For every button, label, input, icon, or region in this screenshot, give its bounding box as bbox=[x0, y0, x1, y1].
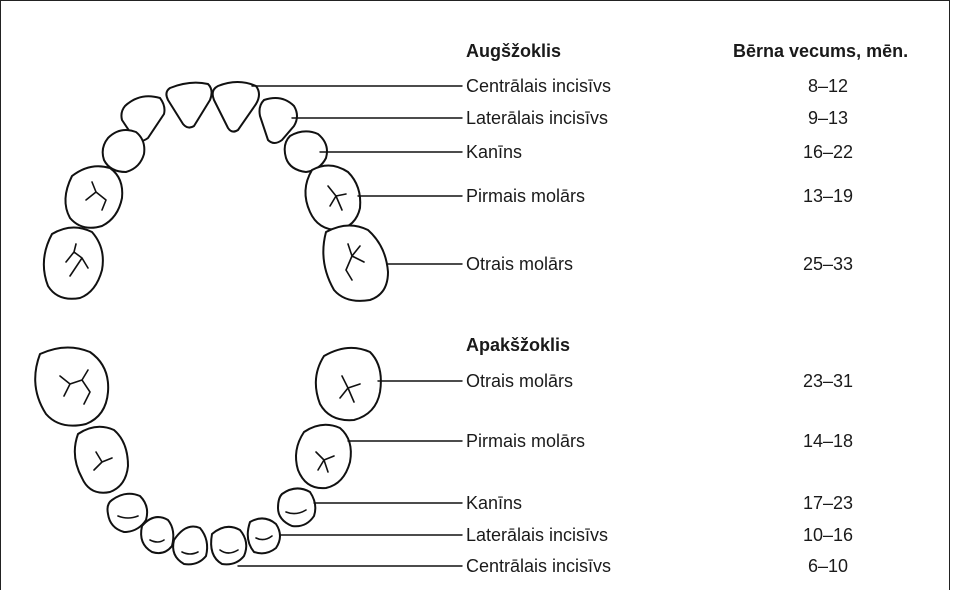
upper-first-molar-right bbox=[305, 165, 360, 230]
lower-tooth-age: 14–18 bbox=[768, 430, 888, 452]
lower-tooth-name: Centrālais incisīvs bbox=[466, 555, 611, 577]
upper-tooth-age: 25–33 bbox=[768, 253, 888, 275]
upper-tooth-age: 16–22 bbox=[768, 141, 888, 163]
upper-tooth-age: 9–13 bbox=[768, 107, 888, 129]
lower-tooth-name: Kanīns bbox=[466, 492, 522, 514]
lower-jaw bbox=[35, 347, 381, 564]
lower-tooth-age: 6–10 bbox=[768, 555, 888, 577]
lower-central-incisor-right bbox=[211, 527, 246, 565]
lower-tooth-name: Laterālais incisīvs bbox=[466, 524, 608, 546]
upper-tooth-age: 13–19 bbox=[768, 185, 888, 207]
upper-jaw bbox=[44, 82, 388, 301]
upper-jaw-title: Augšžoklis bbox=[466, 40, 561, 62]
upper-first-molar-left bbox=[65, 166, 122, 228]
leader-lines bbox=[238, 86, 462, 566]
age-column-header: Bērna vecums, mēn. bbox=[733, 40, 908, 62]
upper-second-molar-left bbox=[44, 227, 103, 298]
lower-tooth-name: Otrais molārs bbox=[466, 370, 573, 392]
lower-tooth-age: 10–16 bbox=[768, 524, 888, 546]
lower-tooth-name: Pirmais molārs bbox=[466, 430, 585, 452]
lower-lateral-incisor-right bbox=[248, 518, 280, 553]
upper-tooth-name: Otrais molārs bbox=[466, 253, 573, 275]
lower-second-molar-left bbox=[35, 347, 108, 425]
lower-canine-right bbox=[278, 488, 315, 526]
lower-second-molar-right bbox=[316, 348, 381, 420]
upper-canine-left bbox=[103, 130, 145, 172]
upper-tooth-name: Centrālais incisīvs bbox=[466, 75, 611, 97]
lower-jaw-title: Apakšžoklis bbox=[466, 334, 570, 356]
lower-first-molar-right bbox=[296, 425, 351, 488]
lower-tooth-age: 17–23 bbox=[768, 492, 888, 514]
upper-tooth-name: Pirmais molārs bbox=[466, 185, 585, 207]
upper-central-incisor-right bbox=[213, 82, 259, 132]
upper-tooth-age: 8–12 bbox=[768, 75, 888, 97]
lower-central-incisor-left bbox=[173, 527, 207, 565]
upper-tooth-name: Laterālais incisīvs bbox=[466, 107, 608, 129]
upper-central-incisor-left bbox=[166, 83, 211, 128]
lower-tooth-age: 23–31 bbox=[768, 370, 888, 392]
upper-second-molar-right bbox=[323, 225, 388, 300]
lower-lateral-incisor-left bbox=[141, 517, 173, 553]
upper-tooth-name: Kanīns bbox=[466, 141, 522, 163]
